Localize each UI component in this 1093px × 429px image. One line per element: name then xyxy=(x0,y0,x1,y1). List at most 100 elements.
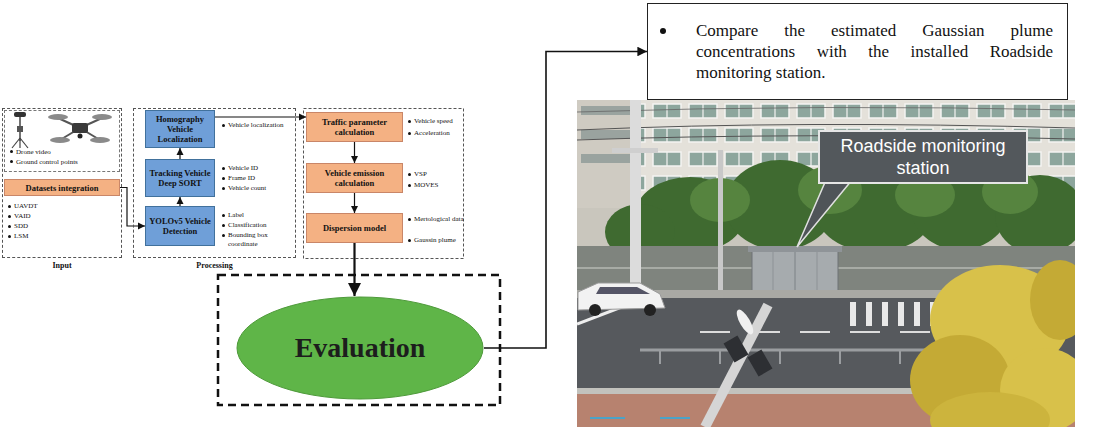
roadside-photo xyxy=(577,100,1075,427)
bullet-dot xyxy=(408,173,411,176)
node-text: Tracking Vehicle Deep SORT xyxy=(148,168,212,188)
process-box: Homography Vehicle Localization xyxy=(145,110,215,148)
bullet-text: VSP xyxy=(414,170,427,179)
drone-icon xyxy=(72,123,88,133)
monitoring-station-cabinet xyxy=(752,250,838,295)
gps-receiver-icon xyxy=(20,138,28,148)
bullet-item: Vehicle count xyxy=(222,184,294,193)
bullet-text: Vehicle count xyxy=(228,184,266,193)
drone-icon xyxy=(90,137,110,143)
bullet-dot xyxy=(222,187,225,190)
roadside-photo xyxy=(612,148,658,153)
bullet-dot xyxy=(408,120,411,123)
monitoring-station-cabinet xyxy=(748,246,842,295)
bullet-dot xyxy=(222,214,225,217)
bullet-text: Classification xyxy=(228,221,267,230)
bullet-item: Vehicle ID xyxy=(222,164,294,173)
bullet-dot xyxy=(222,177,225,180)
roadside-photo xyxy=(630,100,641,295)
ginkgo-tree xyxy=(1030,260,1075,340)
bullet-item: Frame ID xyxy=(222,174,294,183)
bullet-dot xyxy=(10,150,13,153)
bullet-text: Drone video xyxy=(16,147,51,157)
section-panel: Homography Vehicle LocalizationTracking … xyxy=(133,108,296,258)
crosswalk xyxy=(882,302,888,326)
section-title: Processing xyxy=(134,261,295,271)
process-box: YOLOv5 Vehicle Detection xyxy=(145,206,215,246)
section-panel xyxy=(304,109,464,259)
connector-arrow xyxy=(179,148,180,159)
bullet-item: VSP xyxy=(408,170,464,179)
bullet-item: LSM xyxy=(8,232,108,241)
bullet-dot xyxy=(8,205,11,208)
bullet-text: Acceleration xyxy=(414,129,450,138)
bullet-text: SDD xyxy=(14,222,28,231)
crosswalk xyxy=(898,302,904,326)
bullet-dot xyxy=(10,160,13,163)
bullet-dot xyxy=(660,28,666,34)
connector-arrow xyxy=(353,243,355,296)
bullet-dot xyxy=(222,234,225,237)
roadside-photo xyxy=(577,107,1075,112)
crosswalk xyxy=(850,302,936,326)
bullet-text: Compare the estimated Gaussian plume con… xyxy=(696,20,1053,83)
drone-icon xyxy=(48,114,68,120)
roadside-photo xyxy=(581,154,635,163)
input-source-box: Drone videoGround control points xyxy=(4,110,120,172)
bullet-item: Acceleration xyxy=(408,129,464,138)
roadside-photo xyxy=(590,417,690,419)
monitoring-station-cabinet xyxy=(748,246,842,252)
bullet-dot xyxy=(408,239,411,242)
monitoring-station-cabinet xyxy=(795,252,796,295)
bullet-dot xyxy=(222,124,225,127)
roadside-photo xyxy=(581,130,635,139)
bullet-dot xyxy=(222,224,225,227)
monitoring-station-cabinet xyxy=(817,252,818,295)
bullet-text: Vehicle ID xyxy=(228,164,258,173)
crosswalk xyxy=(866,302,872,326)
connector-arrow xyxy=(484,52,647,349)
process-box: Tracking Vehicle Deep SORT xyxy=(145,159,215,197)
bullet-item: Classification xyxy=(222,221,294,230)
crosswalk xyxy=(914,302,920,326)
node-text: Roadside monitoring station xyxy=(836,135,1010,179)
bullet-item: Vehicle localization xyxy=(222,121,294,130)
bullet-dot xyxy=(408,218,411,221)
monitoring-station-cabinet xyxy=(773,252,774,295)
node-text: Traffic parameter calculation xyxy=(310,117,399,137)
traffic-signal xyxy=(748,349,773,376)
bullet-item: MOVES xyxy=(408,181,464,190)
bullet-item: Ground control points xyxy=(10,157,115,167)
bullet-text: Mertological data xyxy=(414,215,464,224)
gps-receiver-icon xyxy=(14,112,26,117)
roadside-photo xyxy=(718,150,723,295)
callout-label: Roadside monitoring station xyxy=(818,130,1028,184)
bullet-text: MOVES xyxy=(414,181,439,190)
traffic-signal xyxy=(734,307,757,336)
drone-icon xyxy=(92,114,112,120)
callout-pointer xyxy=(797,180,852,247)
bullet-dot xyxy=(8,225,11,228)
gps-receiver-icon xyxy=(17,126,23,132)
ginkgo-tree xyxy=(930,392,1050,427)
bullet-text: Frame ID xyxy=(228,174,255,183)
bullet-text: Vehicle speed xyxy=(414,117,453,126)
roadside-photo xyxy=(577,100,1075,427)
bullet-item: Label xyxy=(222,211,294,220)
node-text: Homography Vehicle Localization xyxy=(148,114,212,144)
drone-icon xyxy=(50,137,70,143)
bullet-item: Mertological data xyxy=(408,215,466,224)
bullet-text: Bounding box coordinate xyxy=(228,231,294,249)
bullet-text: VAID xyxy=(14,212,31,221)
crosswalk xyxy=(850,302,856,326)
bullet-dot xyxy=(408,132,411,135)
process-box: Datasets integration xyxy=(4,179,120,196)
bullet-item: Gaussin plume xyxy=(408,236,466,245)
evaluation-frame xyxy=(218,275,500,405)
evaluation-ellipse: Evaluation xyxy=(236,296,484,400)
bullet-text: LSM xyxy=(14,232,28,241)
bullet-item: SDD xyxy=(8,222,108,231)
process-box: Dispersion model xyxy=(306,213,403,243)
process-box: Traffic parameter calculation xyxy=(306,112,403,142)
bullet-dot xyxy=(408,184,411,187)
